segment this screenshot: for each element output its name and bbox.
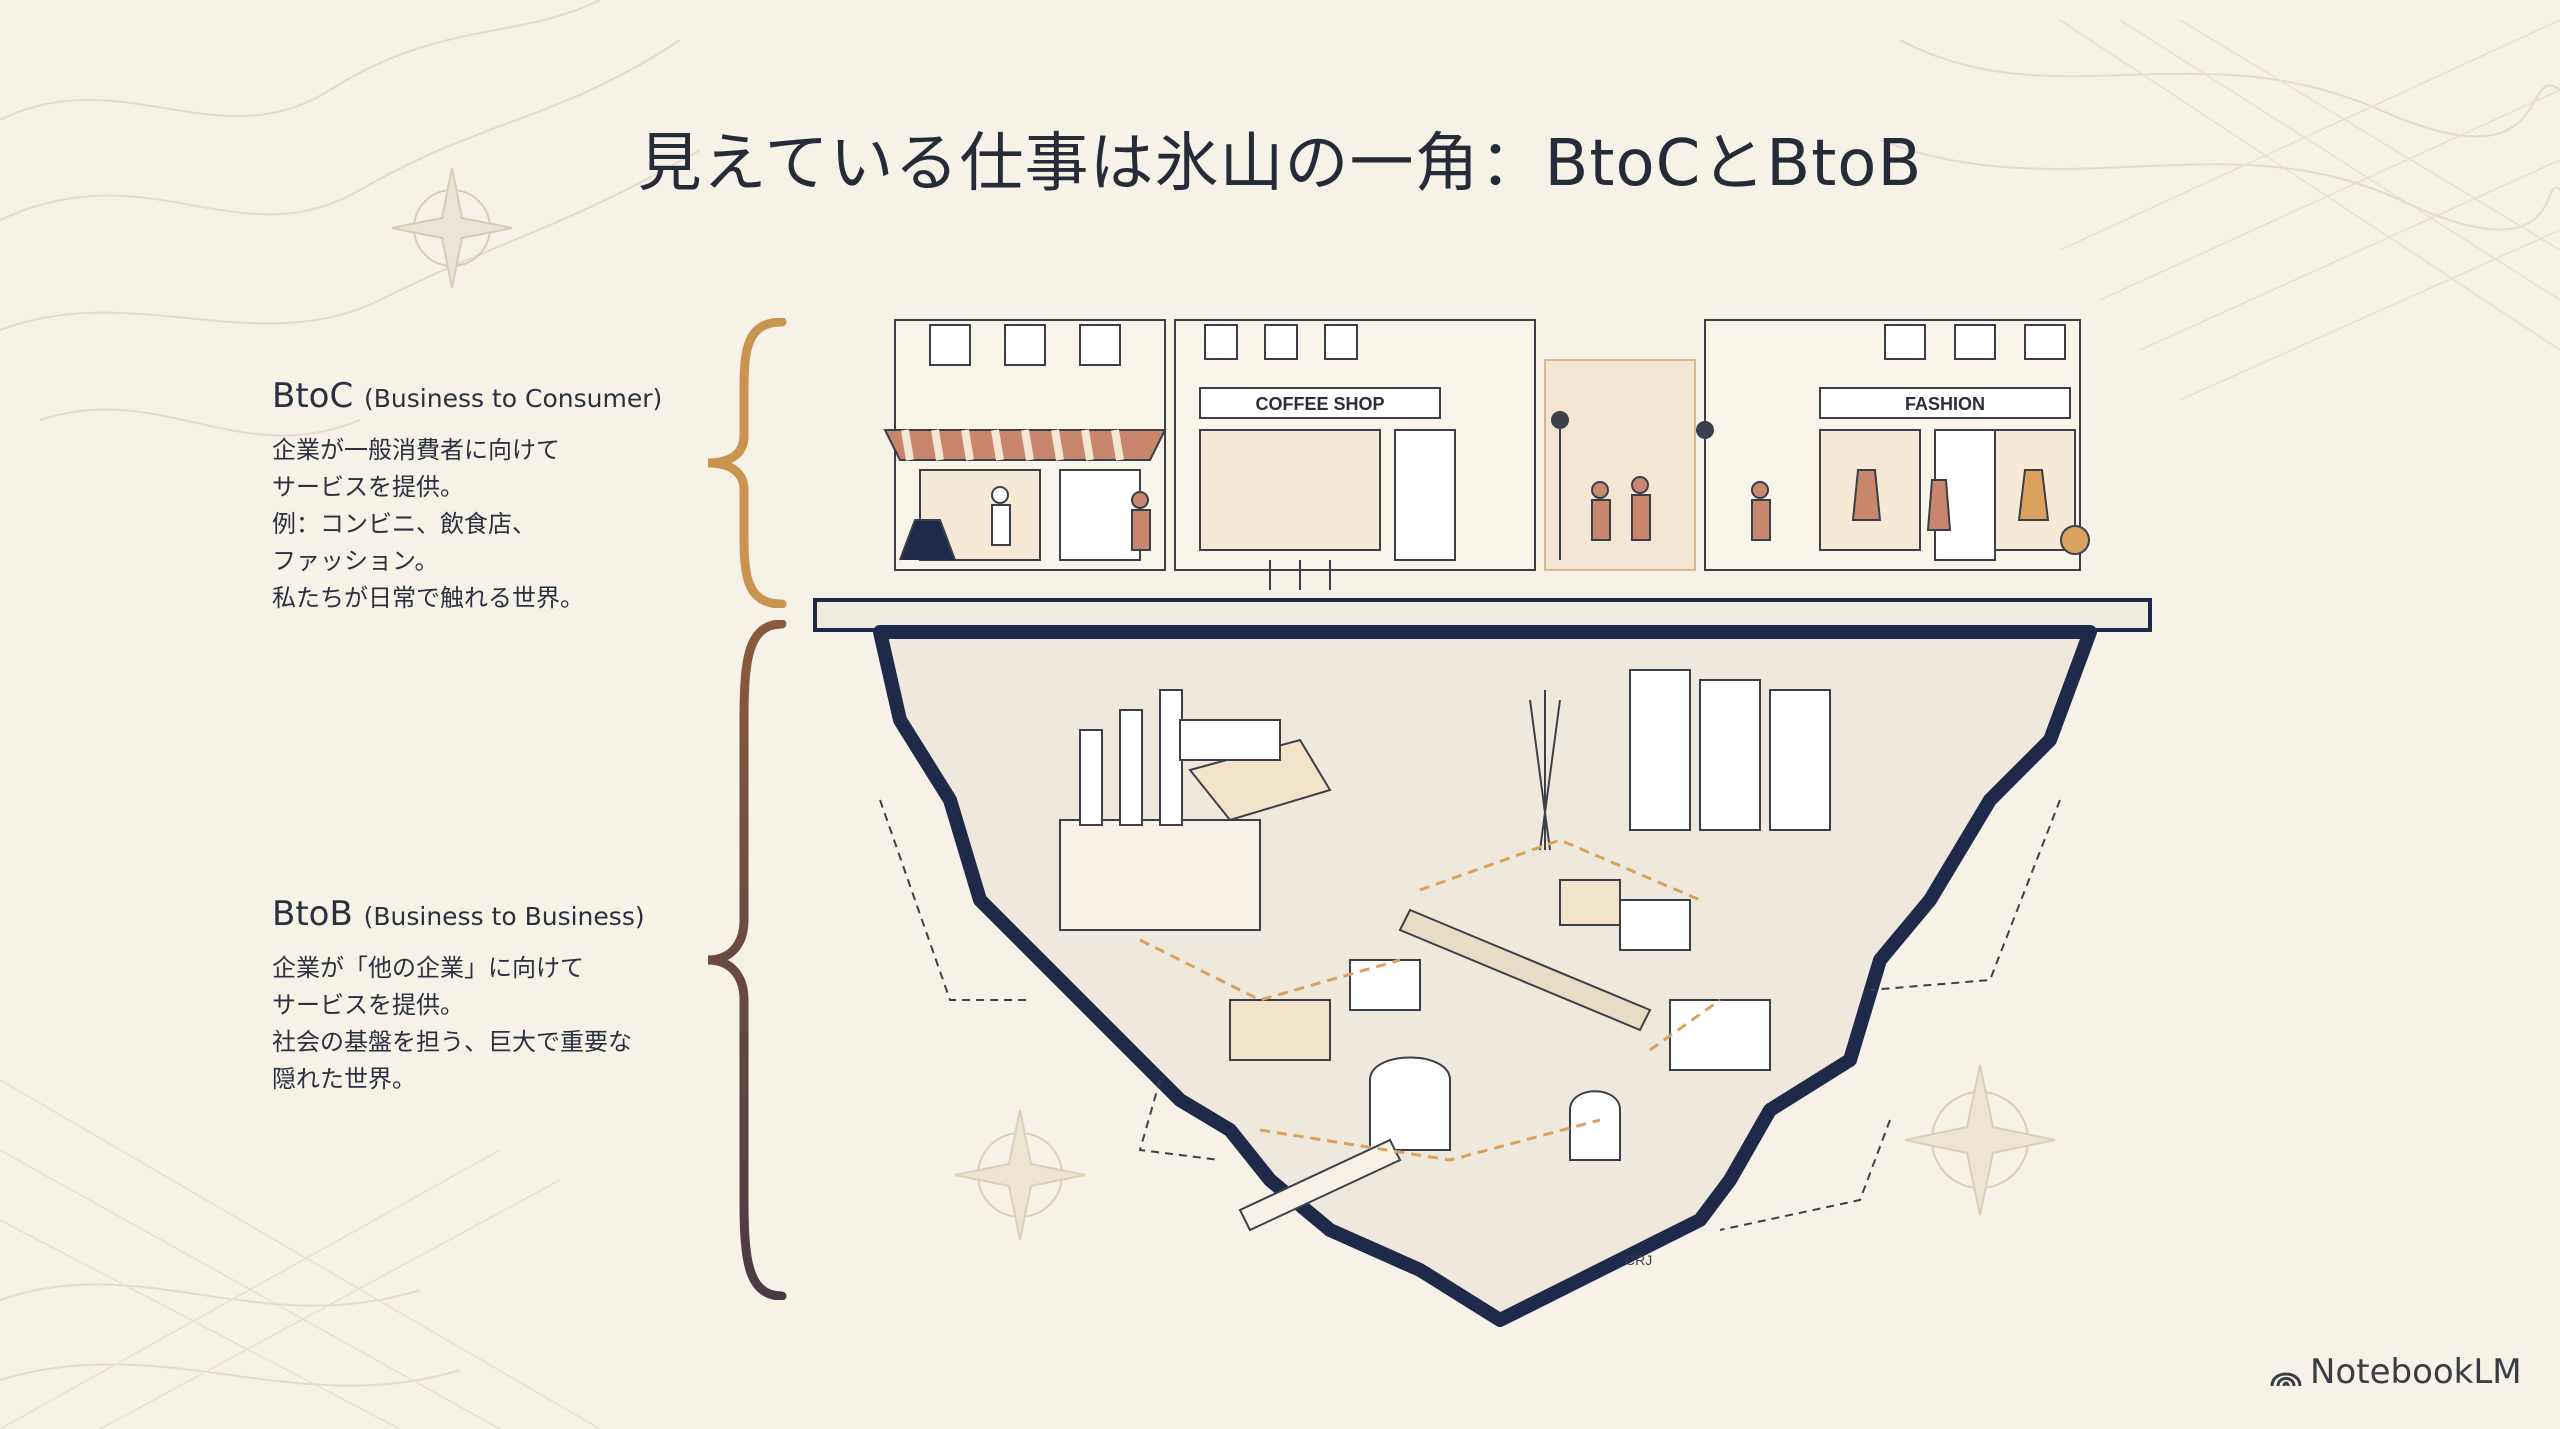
btoc-line: 私たちが日常で触れる世界。: [272, 584, 584, 612]
fashion-sign: FASHION: [1905, 394, 1985, 414]
page-title: 見えている仕事は氷山の一角：BtoCとBtoB: [637, 127, 1923, 201]
brand-watermark: NotebookLM: [2268, 1352, 2522, 1392]
btoc-heading: BtoC (Business to Consumer): [272, 376, 663, 416]
btob-section: BtoB (Business to Business) 企業が「他の企業」に向け…: [272, 894, 702, 1098]
coffee-shop-sign: COFFEE SHOP: [1255, 394, 1384, 414]
iceberg-illustration: COFFEE SHOP FASHION CR: [813, 319, 2152, 1327]
btoc-line: サービスを提供。: [272, 473, 464, 501]
btoc-line: 例：コンビニ、飲食店、: [272, 510, 536, 538]
btoc-line: ファッション。: [272, 547, 439, 575]
btoc-section: BtoC (Business to Consumer) 企業が一般消費者に向けて…: [272, 376, 702, 617]
street-scene: [883, 319, 2090, 590]
notebooklm-logo-icon: [2270, 1372, 2302, 1386]
btob-line: 企業が「他の企業」に向けて: [272, 954, 584, 982]
btob-line: サービスを提供。: [272, 991, 464, 1019]
btob-line: 社会の基盤を担う、巨大で重要な: [272, 1028, 632, 1056]
ground-plate: [813, 598, 2152, 632]
crj-mark: CRJ: [1625, 1252, 1652, 1268]
btoc-brace: [707, 318, 787, 608]
btob-line: 隠れた世界。: [272, 1065, 416, 1093]
underground-section: [873, 625, 2097, 1327]
btob-brace: [707, 620, 787, 1300]
btoc-line: 企業が一般消費者に向けて: [272, 436, 560, 464]
btob-heading: BtoB (Business to Business): [272, 894, 645, 934]
compass-icon: [391, 167, 513, 289]
